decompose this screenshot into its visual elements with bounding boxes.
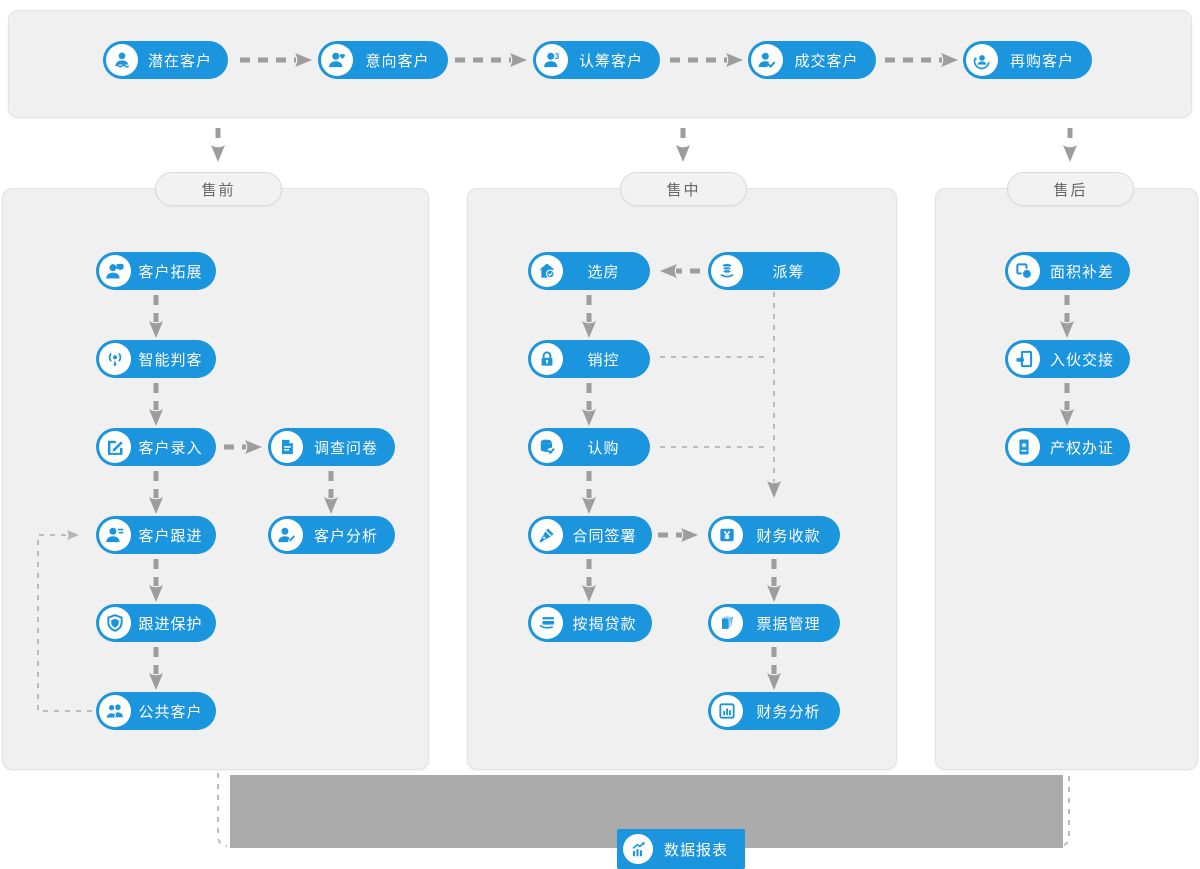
- person-speech-icon: [99, 255, 131, 287]
- node-label: 财务收款: [756, 527, 821, 545]
- node-public-customer[interactable]: 公共客户: [96, 692, 216, 730]
- node-finance-analysis[interactable]: 财务分析: [708, 692, 840, 730]
- shape-overlap-icon: [1008, 255, 1040, 287]
- person-list-icon: [99, 519, 131, 551]
- node-label: 认购: [587, 439, 620, 457]
- node-sales-control[interactable]: 销控: [528, 340, 650, 378]
- edit-square-icon: [99, 431, 131, 463]
- node-label: 销控: [587, 351, 620, 369]
- deal-customer-person-check-icon: [751, 44, 783, 76]
- node-label: 认筹客户: [578, 52, 643, 70]
- node-followup-protection[interactable]: 跟进保护: [96, 604, 216, 642]
- node-subscribed-customer[interactable]: 认筹客户: [533, 41, 660, 79]
- node-label: 再购客户: [1009, 52, 1074, 70]
- node-deal-customer[interactable]: 成交客户: [748, 41, 876, 79]
- node-label: 合同签署: [572, 527, 637, 545]
- node-label: 客户录入: [138, 439, 203, 457]
- node-customer-analysis[interactable]: 客户分析: [268, 516, 395, 554]
- person-pencil-icon: [271, 519, 303, 551]
- intent-customer-person-heart-icon: [321, 44, 353, 76]
- node-label: 派筹: [772, 263, 805, 281]
- house-check-icon: [531, 255, 563, 287]
- node-label: 选房: [587, 263, 620, 281]
- lock-icon: [531, 343, 563, 375]
- node-mortgage-loan[interactable]: 按揭贷款: [528, 604, 652, 642]
- database-check-icon: [531, 431, 563, 463]
- tab-midsale[interactable]: 售中: [620, 172, 747, 206]
- node-label: 票据管理: [756, 615, 821, 633]
- repurchase-customer-person-refresh-icon: [966, 44, 998, 76]
- node-chip-distribution[interactable]: 派筹: [708, 252, 840, 290]
- node-label: 入伙交接: [1049, 351, 1114, 369]
- two-persons-icon: [99, 695, 131, 727]
- certificate-star-icon: [1008, 431, 1040, 463]
- node-occupancy-handover[interactable]: 入伙交接: [1005, 340, 1130, 378]
- node-label: 产权办证: [1049, 439, 1114, 457]
- node-label: 面积补差: [1049, 263, 1114, 281]
- node-label: 成交客户: [794, 52, 859, 70]
- node-label: 客户分析: [313, 527, 378, 545]
- card-hand-icon: [531, 607, 563, 639]
- node-label: 客户跟进: [138, 527, 203, 545]
- node-potential-customer[interactable]: 潜在客户: [103, 41, 228, 79]
- node-label: 按揭贷款: [572, 615, 637, 633]
- bar-chart-square-icon: [711, 695, 743, 727]
- potential-customer-person-icon: [106, 44, 138, 76]
- node-intent-customer[interactable]: 意向客户: [318, 41, 448, 79]
- report-button-label: 数据报表: [663, 841, 728, 859]
- node-subscription[interactable]: 认购: [528, 428, 650, 466]
- data-report-button[interactable]: 数据报表: [617, 829, 745, 869]
- yen-folder-icon: [711, 519, 743, 551]
- tab-presale[interactable]: 售前: [155, 172, 282, 206]
- node-property-certificate[interactable]: 产权办证: [1005, 428, 1130, 466]
- node-survey[interactable]: 调查问卷: [268, 428, 395, 466]
- node-label: 财务分析: [756, 703, 821, 721]
- node-house-selection[interactable]: 选房: [528, 252, 650, 290]
- radar-beacon-icon: [99, 343, 131, 375]
- pages-stack-icon: [711, 607, 743, 639]
- node-smart-judge[interactable]: 智能判客: [96, 340, 216, 378]
- node-customer-expansion[interactable]: 客户拓展: [96, 252, 216, 290]
- subscribed-customer-person-3-icon: [536, 44, 568, 76]
- node-area-compensation[interactable]: 面积补差: [1005, 252, 1130, 290]
- tab-aftersale[interactable]: 售后: [1007, 172, 1134, 206]
- rising-chart-icon: [623, 834, 653, 864]
- node-bill-management[interactable]: 票据管理: [708, 604, 840, 642]
- node-label: 跟进保护: [138, 615, 203, 633]
- hand-door-icon: [1008, 343, 1040, 375]
- node-label: 客户拓展: [138, 263, 203, 281]
- shield-icon: [99, 607, 131, 639]
- node-customer-entry[interactable]: 客户录入: [96, 428, 216, 466]
- node-label: 公共客户: [138, 703, 203, 721]
- node-contract-signing[interactable]: 合同签署: [528, 516, 652, 554]
- node-finance-collection[interactable]: 财务收款: [708, 516, 840, 554]
- node-label: 智能判客: [138, 351, 203, 369]
- node-customer-followup[interactable]: 客户跟进: [96, 516, 216, 554]
- node-label: 潜在客户: [147, 52, 212, 70]
- coins-hand-icon: [711, 255, 743, 287]
- node-repurchase-customer[interactable]: 再购客户: [963, 41, 1092, 79]
- questionnaire-doc-icon: [271, 431, 303, 463]
- node-label: 调查问卷: [313, 439, 378, 457]
- pen-sign-icon: [531, 519, 563, 551]
- node-label: 意向客户: [365, 52, 430, 70]
